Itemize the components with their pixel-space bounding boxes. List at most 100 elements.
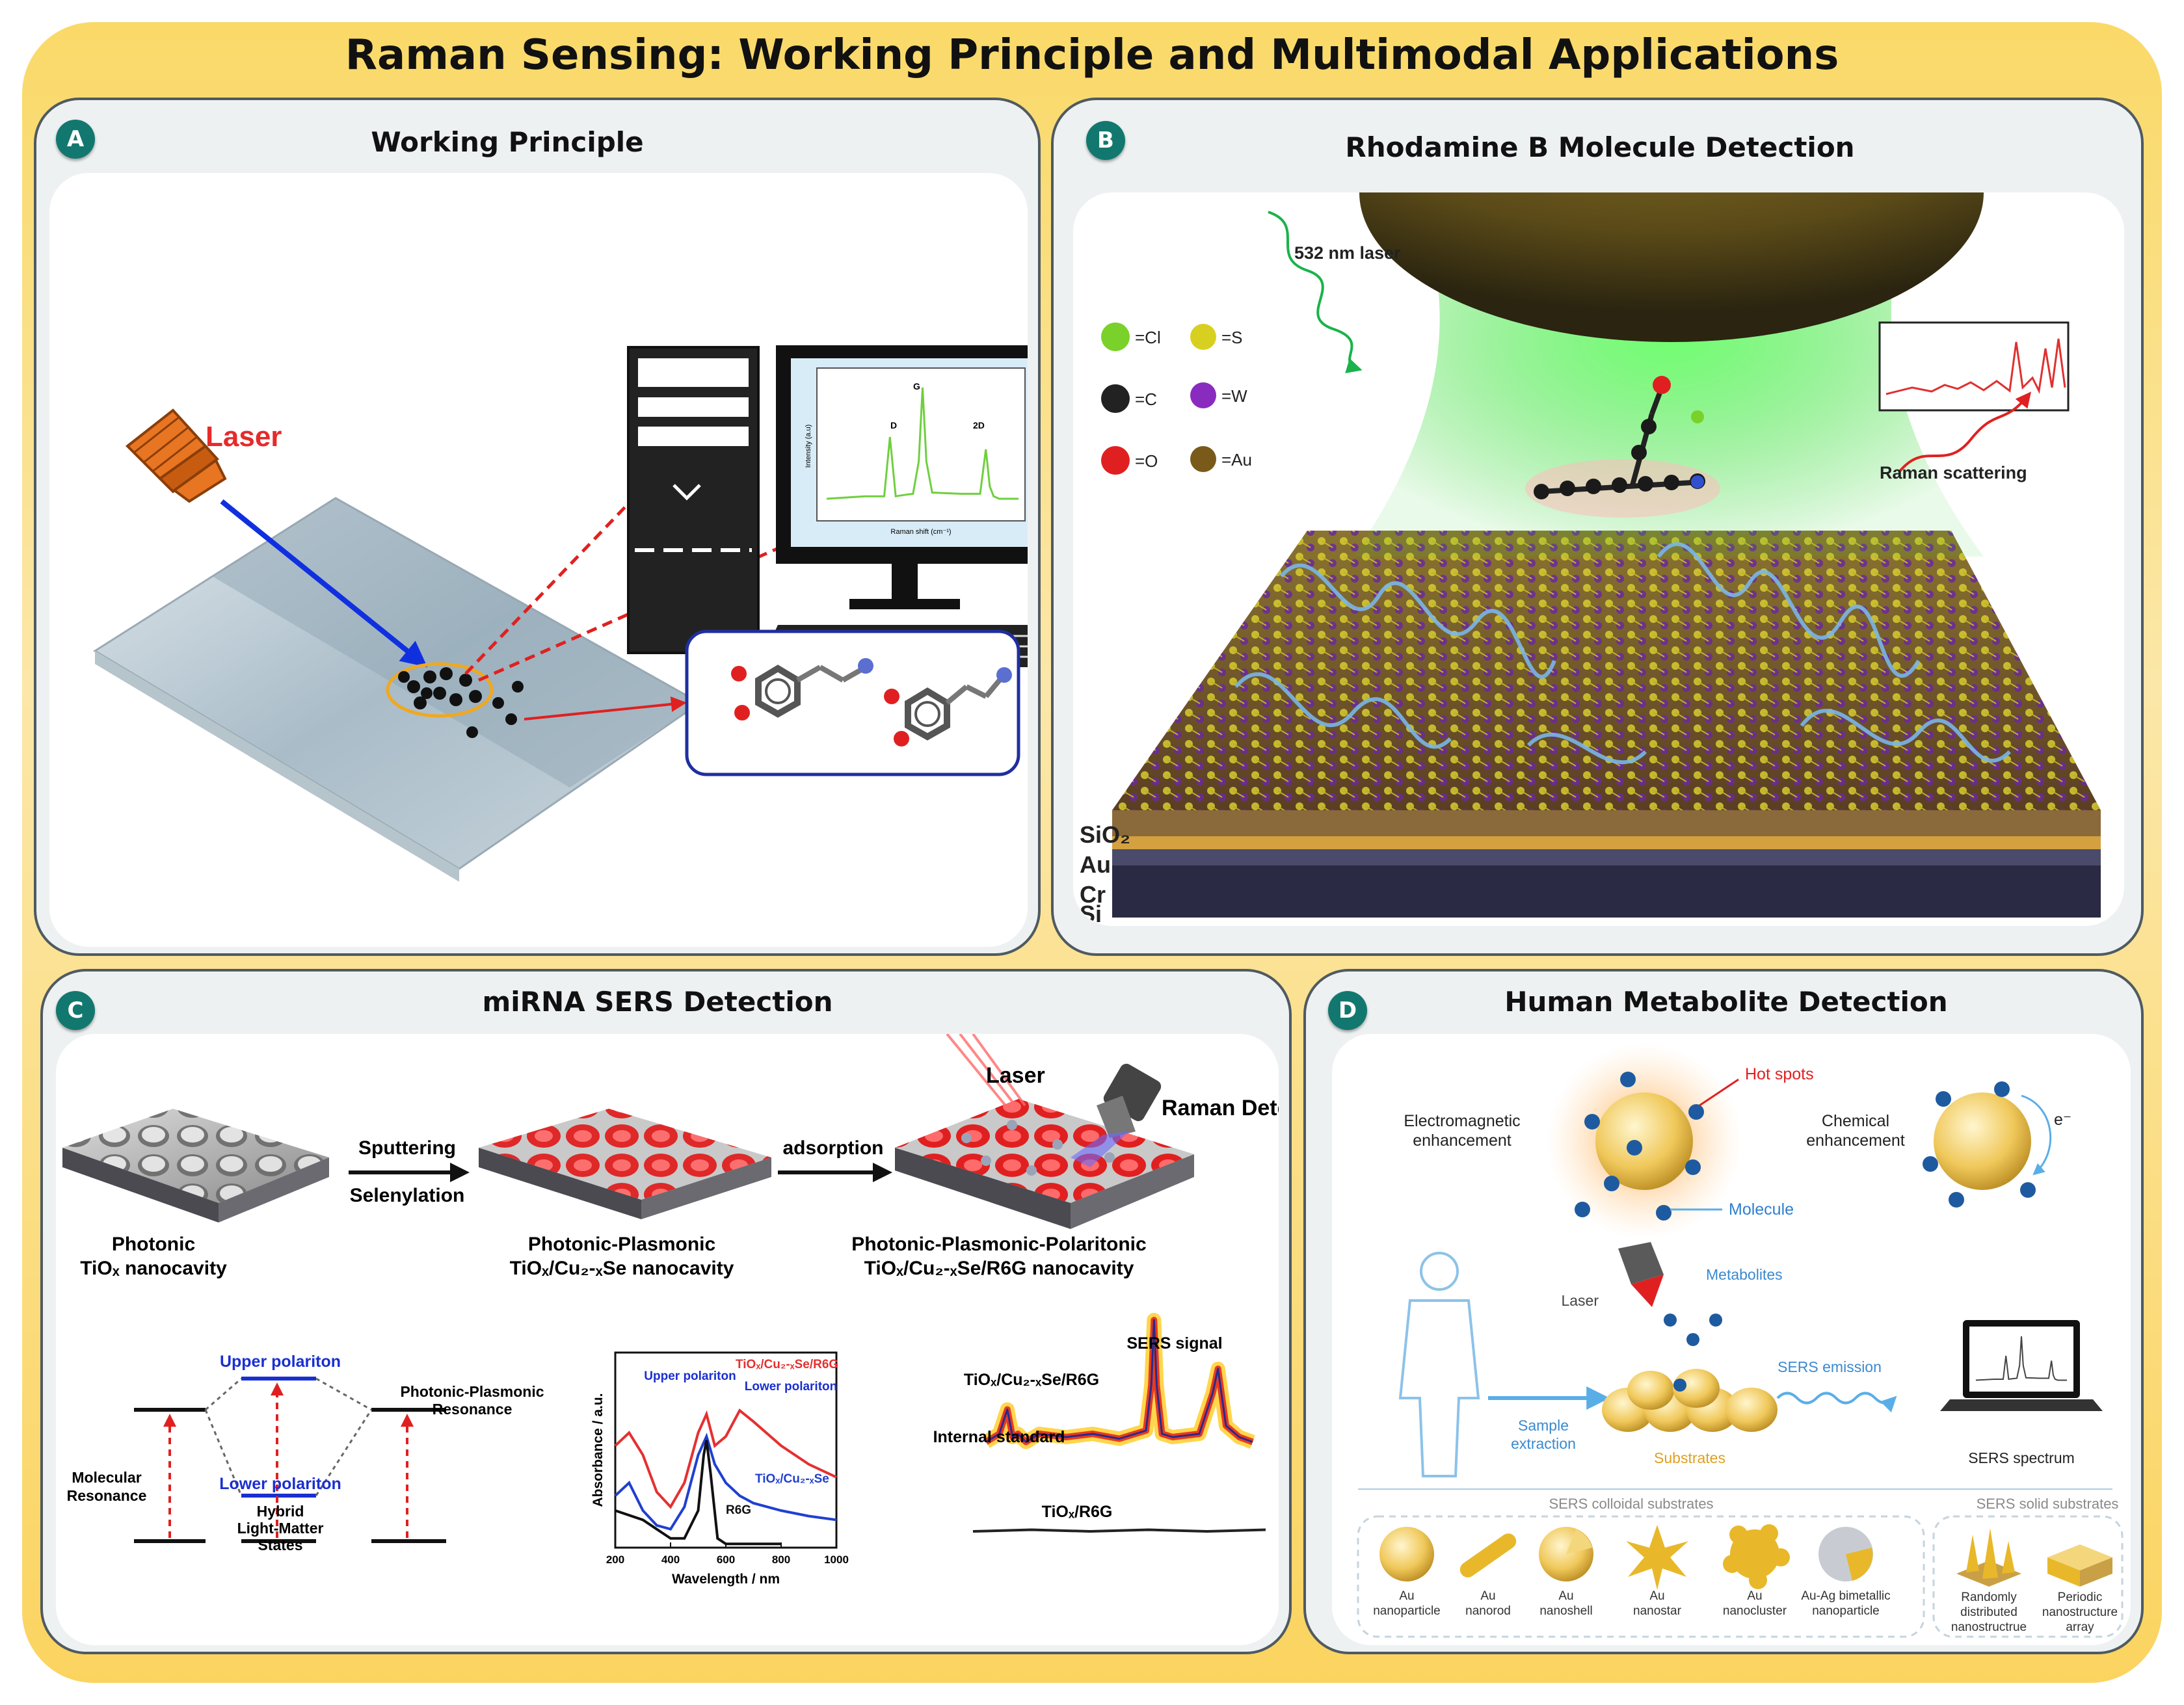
abs-series-1 [614,1433,837,1531]
laptop-sers-spectrum [1975,1336,2067,1381]
molecules-em [1575,1072,1704,1221]
abs-tick-label-4: 1000 [824,1553,849,1566]
rhodamine-b-molecule-icon [1525,376,1720,518]
human-body-icon [1398,1252,1480,1477]
colloidal-0-l2: nanoparticle [1373,1604,1441,1618]
incident-laser-wave [1268,211,1363,373]
abs-legend-substrate: TiOₓ/Cu₂-ₓSe [755,1472,829,1486]
abs-series-0 [614,1408,837,1509]
computer-tower-icon [627,346,760,654]
colloidal-5-l1: Au-Ag bimetallic [1801,1589,1890,1603]
layer-sio2 [1112,810,2101,836]
solid-icons [1956,1528,2112,1587]
colloidal-1-l1: Au [1480,1589,1495,1603]
nanoshell-icon [1539,1527,1593,1581]
em-enhancement-line1: Electromagnetic [1404,1112,1520,1130]
legend-c: =C [1135,390,1157,409]
colloidal-3-l2: nanostar [1633,1604,1682,1618]
solid-1-l1: Periodic [2058,1591,2103,1604]
monitor-raman-spectrum: D G 2D Raman shift (cm⁻¹) Intensity (a.u… [805,367,1026,536]
colloidal-3-l1: Au [1649,1589,1664,1603]
sample-extraction-line1: Sample [1518,1417,1569,1434]
step1-bottom-label: Selenylation [350,1185,465,1206]
hot-spots-label: Hot spots [1745,1065,1814,1083]
molecules-chem [1923,1081,2036,1208]
panel-a: A Working Principle [34,98,1041,956]
raman-inset-line [1885,338,2066,395]
abs-tick-label-0: 200 [606,1553,624,1566]
cavity2-line2: TiOₓ/Cu₂-ₓSe nanocavity [510,1258,734,1279]
sers-sample-label: TiOₓ/Cu₂-ₓSe/R6G [964,1371,1099,1389]
sample-spot [386,662,494,718]
hybrid-states-line3: States [258,1537,302,1553]
dopamine-molecule-icon [731,658,1012,747]
panel-c-illustration: Photonic TiOₓ nanocavity Sputtering Sele… [56,1034,1279,1645]
sers-control-label: TiOₓ/R6G [1042,1503,1113,1521]
colloidal-labels: Au nanoparticle Au nanorod Au nanoshell … [1373,1589,1890,1618]
cavity3-line1: Photonic-Plasmonic-Polaritonic [851,1234,1146,1255]
peak-2d-label: 2D [973,420,985,430]
layer-si [1112,866,2101,918]
colloidal-5-l2: nanoparticle [1812,1604,1880,1618]
solid-labels: Randomly distributed nanostructrue Perio… [1951,1591,2118,1634]
panel-d-badge: D [1328,991,1367,1030]
incident-laser-rays [946,1034,1026,1107]
solid-1-l3: array [2066,1620,2094,1634]
step2-label: adsorption [783,1137,884,1159]
scattered-wave [1898,391,2032,473]
panel-b-illustration: 532 nm laser Raman scattering =Cl =S =C … [1073,192,2124,926]
substrate-particles [1602,1314,1778,1432]
legend-au: =Au [1221,450,1252,469]
abs-tick-label-2: 600 [717,1553,735,1566]
substrates-label: Substrates [1654,1449,1725,1466]
laser-label: Laser [206,421,282,453]
abs-ylabel: Absorbance / a.u. [591,1393,606,1507]
energy-level-diagram: Upper polariton Lower polariton Molecula… [67,1353,544,1553]
solid-header: SERS solid substrates [1977,1496,2119,1512]
lower-polariton-label: Lower polariton [219,1475,341,1493]
nanocluster-icon [1723,1524,1790,1589]
panel-d: D Human Metabolite Detection Electromagn… [1303,969,2144,1654]
panel-d-illustration: Electromagnetic enhancement Hot spots Mo… [1332,1034,2131,1645]
abs-upper-annot: Upper polariton [644,1369,736,1383]
sample-particles [398,667,524,738]
legend-s: =S [1221,328,1243,347]
panel-d-title: Human Metabolite Detection [1504,986,1948,1018]
chem-enhancement-line1: Chemical [1822,1112,1889,1130]
layer-au [1112,836,2101,849]
panel-b: B Rhodamine B Molecule Detection [1051,98,2144,956]
legend-w: =W [1221,386,1247,406]
periodic-array-icon [2047,1544,2112,1587]
abs-lower-annot: Lower polariton [745,1380,838,1394]
colloidal-substrates-box [1357,1515,1925,1638]
internal-standard-label: Internal standard [933,1428,1065,1446]
chem-enhancement-line2: enhancement [1806,1131,1905,1150]
peak-d-label: D [890,420,897,430]
gold-nanoparticle-chem-icon [1934,1092,2031,1190]
colloidal-header: SERS colloidal substrates [1549,1496,1713,1512]
panel-a-title: Working Principle [371,126,644,158]
laser-label-c: Laser [986,1063,1045,1088]
abs-tick-label-1: 400 [661,1553,680,1566]
abs-legend-sample: TiOₓ/Cu₂-ₓSe/R6G [736,1358,838,1371]
sample-extraction-line2: extraction [1511,1435,1576,1452]
abs-series-2 [615,1440,781,1546]
molecule-zoom-box [685,629,1020,776]
molecule-label: Molecule [1729,1200,1794,1219]
sers-signal-label: SERS signal [1126,1334,1222,1353]
laser-wavelength-label: 532 nm laser [1294,243,1401,263]
cavity1-line2: TiOₓ nanocavity [80,1258,227,1279]
solid-1-l2: nanostructure [2042,1606,2118,1619]
molecular-resonance-line2: Resonance [67,1487,147,1504]
laser-beam [220,499,428,668]
panel-c-title: miRNA SERS Detection [482,986,833,1018]
raman-scattering-label: Raman scattering [1880,463,2027,482]
colloidal-1-l2: nanorod [1465,1604,1511,1618]
cavity3-line2: TiOₓ/Cu₂-ₓSe/R6G nanocavity [864,1258,1134,1279]
layer-label-si: Si [1080,901,1102,926]
sers-emission-label: SERS emission [1778,1358,1882,1375]
gold-tip-icon [1359,192,1984,342]
gold-nanoparticle-em-icon [1595,1092,1693,1190]
panel-c: C miRNA SERS Detection [40,969,1292,1654]
